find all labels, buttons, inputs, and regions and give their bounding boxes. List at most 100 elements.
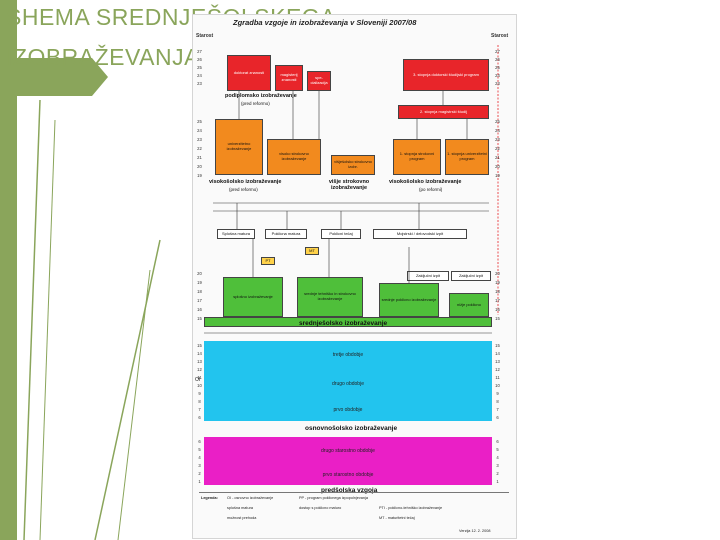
age-tick-left: 23 — [197, 137, 202, 142]
age-tick-left: 15 — [197, 343, 202, 348]
age-tick-left: 15 — [197, 316, 202, 321]
age-tick-left: 11 — [197, 375, 202, 380]
age-tick-right: 19 — [495, 280, 500, 285]
box-zakljucni-izpit-1: Zaključni izpit — [407, 271, 449, 281]
age-tick-right: 15 — [495, 316, 500, 321]
age-tick-left: 4 — [198, 455, 201, 460]
age-axis-left-label: Starost — [196, 33, 214, 39]
age-tick-left: 16 — [197, 307, 202, 312]
age-tick-left: 25 — [197, 119, 202, 124]
age-tick-right: 6 — [496, 415, 499, 420]
age-tick-left: 26 — [197, 57, 202, 62]
age-tick-left: 20 — [197, 164, 202, 169]
label-oi: OI — [195, 377, 201, 383]
age-tick-left: 9 — [198, 391, 201, 396]
legend-item-2: dostop s poklicno maturo — [299, 506, 342, 510]
label-visokosolsko-old-sub: (pred reformo) — [229, 187, 258, 192]
age-tick-left: 19 — [197, 280, 202, 285]
age-tick-right: 4 — [496, 455, 499, 460]
age-tick-left: 23 — [197, 81, 202, 86]
legend-item-4: možnost prehoda — [227, 516, 257, 520]
connector-arrows — [204, 45, 499, 334]
legend-item-3: PTI - poklicno-tehniško izobraževanje — [379, 506, 443, 510]
band-prvo-starostno: prvo starostno obdobje — [204, 465, 492, 485]
age-tick-right: 24 — [495, 128, 500, 133]
age-tick-left: 6 — [198, 439, 201, 444]
age-tick-right: 20 — [495, 164, 500, 169]
age-tick-left: 24 — [197, 73, 202, 78]
age-tick-left: 7 — [198, 407, 201, 412]
age-tick-left: 24 — [197, 128, 202, 133]
age-tick-right: 25 — [495, 65, 500, 70]
legend-item-1: splošna matura — [227, 506, 253, 510]
age-tick-right: 17 — [495, 298, 500, 303]
box-secondary-base — [204, 317, 492, 327]
age-tick-left: 13 — [197, 359, 202, 364]
label-visokosolsko-new: visokošolsko izobraževanje — [389, 179, 462, 185]
age-tick-right: 19 — [495, 173, 500, 178]
age-axis-right-label: Starost — [491, 33, 509, 39]
age-tick-left: 10 — [197, 383, 202, 388]
box-doktorat-old: doktorat znanosti — [227, 55, 271, 91]
diagram-title: Zgradba vzgoje in izobraževanja v Sloven… — [233, 18, 417, 27]
box-visja: višješolsko strokovno izobr. — [331, 155, 375, 175]
age-tick-left: 19 — [197, 173, 202, 178]
age-tick-left: 27 — [197, 49, 202, 54]
age-tick-right: 23 — [495, 81, 500, 86]
label-podiplomsko-sub: (pred reformo) — [241, 101, 270, 106]
legend-item-5: MT - maturitetni tečaj — [379, 516, 415, 520]
box-poklicni-tecaj: Poklicni tečaj — [321, 229, 361, 239]
label-predsolska: predšolska vzgoja — [321, 487, 378, 494]
label-srednjesolsko: srednješolsko izobraževanje — [299, 320, 388, 327]
age-tick-right: 9 — [496, 391, 499, 396]
title-arrow-tab — [0, 58, 108, 96]
box-specializacija: spe-cializacija — [307, 71, 331, 91]
education-structure-diagram: Zgradba vzgoje in izobraževanja v Sloven… — [192, 14, 517, 539]
legend-oi: OI - osnovno izobraževanje — [227, 496, 274, 500]
age-tick-left: 25 — [197, 65, 202, 70]
age-tick-right: 26 — [495, 57, 500, 62]
box-visoko-strokovno: visoko strokovno izobraževanje — [267, 139, 321, 175]
box-doktorat-new: 3. stopnja doktorski študijski program — [403, 59, 489, 91]
age-tick-right: 16 — [495, 307, 500, 312]
age-tick-right: 15 — [495, 343, 500, 348]
age-tick-right: 12 — [495, 367, 500, 372]
age-tick-left: 3 — [198, 463, 201, 468]
band-drugo-starostno: drugo starostno obdobje — [204, 437, 492, 465]
age-tick-left: 8 — [198, 399, 201, 404]
age-tick-right: 8 — [496, 399, 499, 404]
age-tick-right: 7 — [496, 407, 499, 412]
box-1-stopnja-strokovni: 1. stopnja strokovni program — [393, 139, 441, 175]
band-drugo-obdobje: drugo obdobje — [204, 369, 492, 399]
box-gimnazija: splošno izobraževanje — [223, 277, 283, 317]
age-tick-right: 27 — [495, 49, 500, 54]
age-tick-right: 22 — [495, 146, 500, 151]
age-tick-right: 18 — [495, 289, 500, 294]
age-tick-right: 6 — [496, 439, 499, 444]
box-pt: PT — [261, 257, 275, 265]
label-visokosolsko-new-sub: (po reformi) — [419, 187, 443, 192]
age-tick-right: 3 — [496, 463, 499, 468]
age-tick-right: 24 — [495, 73, 500, 78]
age-tick-right: 5 — [496, 447, 499, 452]
age-tick-left: 6 — [198, 415, 201, 420]
legend-title: Legenda: — [201, 496, 218, 500]
box-nizje-poklicno: nižje poklicno — [449, 293, 489, 317]
age-tick-left: 18 — [197, 289, 202, 294]
age-tick-right: 21 — [495, 155, 500, 160]
age-tick-left: 21 — [197, 155, 202, 160]
box-poklicna-matura: Poklicna matura — [265, 229, 307, 239]
box-zakljucni-izpit-2: Zaključni izpit — [451, 271, 491, 281]
sidebar-accent-bar — [0, 0, 17, 540]
age-tick-left: 2 — [198, 471, 201, 476]
box-magisterij-new: 2. stopnja magistrski študij — [398, 105, 489, 119]
age-tick-left: 14 — [197, 351, 202, 356]
label-visokosolsko-old: visokošolsko izobraževanje — [209, 179, 282, 185]
box-splosna-matura: Splošna matura — [217, 229, 255, 239]
box-mojstrski-izpit: Mojstrski / delovodski izpit — [373, 229, 467, 239]
age-tick-right: 10 — [495, 383, 500, 388]
age-tick-left: 12 — [197, 367, 202, 372]
age-tick-right: 23 — [495, 137, 500, 142]
band-tretje-obdobje: tretje obdobje — [204, 341, 492, 369]
band-prvo-obdobje: prvo obdobje — [204, 399, 492, 421]
